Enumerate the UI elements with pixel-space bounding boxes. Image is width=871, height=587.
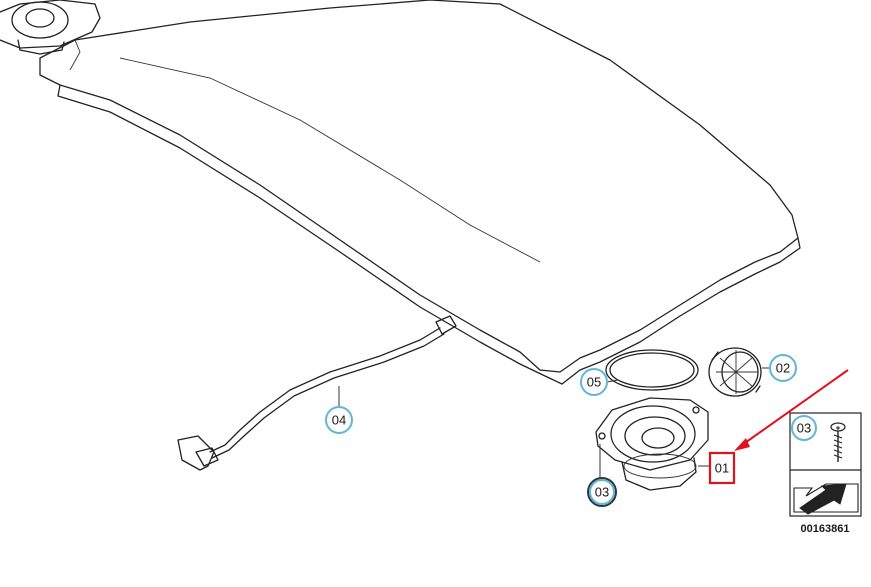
svg-text:03: 03 [797,421,811,436]
gasket-ring [605,349,699,391]
callout-04[interactable]: 04 [325,406,353,434]
callout-05[interactable]: 05 [580,368,608,396]
legend-box: 03 00163861 [789,412,862,535]
svg-text:02: 02 [776,361,790,376]
highlight-arrow [734,369,849,451]
direction-arrow-icon [793,483,859,515]
legend-callout-03[interactable]: 03 [791,415,817,441]
callout-02[interactable]: 02 [769,354,797,382]
svg-text:04: 04 [332,413,346,428]
screw-icon [830,422,846,462]
speaker-top-left [0,0,101,55]
parcel-shelf [39,0,801,385]
callout-01[interactable]: 01 [708,451,736,485]
main-speaker [595,397,709,491]
highlight-box [708,451,736,485]
part-code: 00163861 [801,523,850,535]
svg-text:05: 05 [587,375,601,390]
svg-text:01: 01 [715,461,729,476]
callout-03[interactable]: 03 [587,477,617,507]
svg-text:03: 03 [595,485,609,500]
tweeter-cover [708,347,762,397]
speaker-cable [177,315,457,471]
leader-05 [606,379,619,383]
